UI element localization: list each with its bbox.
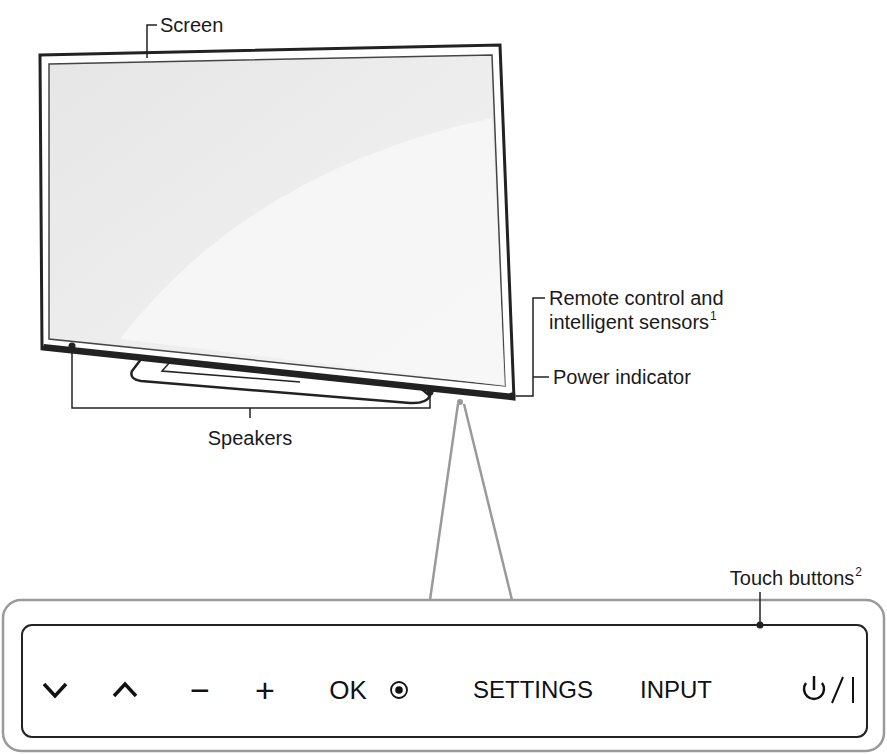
part-label: Screen — [160, 14, 223, 36]
power-icon — [832, 677, 853, 703]
zoom-leader — [430, 404, 512, 600]
screen-highlight — [120, 118, 505, 386]
footnote-number: 1 — [710, 309, 717, 323]
leader-line — [516, 298, 545, 396]
down-chevron — [44, 684, 66, 696]
part-label: Remote control and intelligent sensors — [549, 287, 724, 333]
part-label: Remote control and intelligent sensors1 — [549, 286, 749, 337]
part-label: Touch buttons — [730, 567, 855, 589]
tv-bottom-bezel — [42, 344, 514, 399]
power-icon — [813, 676, 816, 690]
speaker-bracket — [249, 408, 251, 418]
part-label: Speakers — [208, 427, 293, 449]
part-label: Screen — [160, 13, 223, 37]
button-label: SETTINGS — [473, 678, 593, 702]
zoom-panel — [3, 600, 884, 751]
leader-line — [759, 592, 761, 625]
leader-dot — [757, 622, 764, 629]
up-chevron — [114, 684, 136, 696]
part-label: Power indicator — [553, 366, 691, 388]
speaker-bracket — [72, 346, 430, 408]
button-label: + — [255, 673, 275, 707]
footnote-number: 2 — [855, 565, 862, 579]
ok-dot-icon — [395, 686, 403, 694]
leader-line — [533, 376, 549, 378]
part-label: Power indicator — [553, 365, 691, 389]
leader-line — [147, 25, 157, 58]
button-label: INPUT — [640, 678, 712, 702]
button-label: OK — [329, 677, 367, 703]
part-label: Touch buttons2 — [730, 566, 862, 593]
leader-dot — [509, 393, 516, 400]
leader-dot — [69, 343, 76, 350]
tv-frame — [40, 45, 514, 399]
button-label: − — [190, 673, 210, 707]
touch-button-panel: Touch buttons2 − + OK SETTINGS INPUT — [0, 560, 887, 754]
tv-screen — [49, 55, 505, 386]
button-strip — [22, 625, 867, 737]
leader-dot — [427, 389, 434, 396]
part-label: Speakers — [208, 426, 293, 450]
ok-dot-icon — [391, 682, 407, 698]
